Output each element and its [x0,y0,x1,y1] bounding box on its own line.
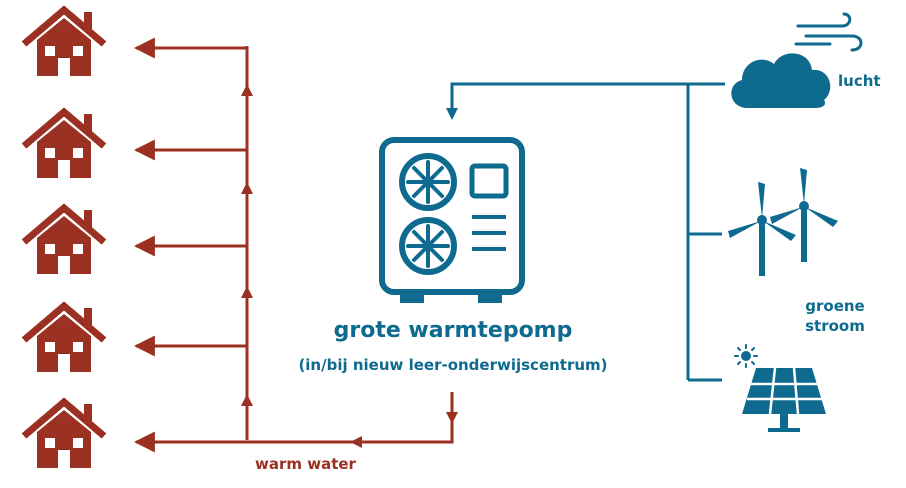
houses [24,10,104,468]
air-label: lucht [838,72,881,90]
wind-cloud-icon [731,12,863,108]
wind-turbines-icon [728,168,838,276]
solar-panel-icon [742,367,826,432]
supply-arrow [446,108,458,120]
diagram-subtitle: (in/bij nieuw leer-onderwijscentrum) [298,356,608,374]
title-text: grote warmtepomp [333,318,573,343]
house-icon [24,208,104,274]
house-icon [24,112,104,178]
green-power-label-line2: stroom [805,317,865,335]
green-power-label-line1: groene [805,297,865,315]
riser-arrow-3 [241,286,253,298]
warm-water-label: warm water [255,455,356,473]
feed-arrow-left [350,436,362,448]
riser-arrow-4 [241,394,253,406]
diagram-title: grote warmtepomp [0,318,906,343]
warm-water-network [133,37,458,453]
house-icon [24,402,104,468]
heat-pump-icon [379,137,525,303]
feed-arrow-down [446,412,458,424]
green-power-label: groene stroom [790,296,880,336]
riser-arrow-2 [241,182,253,194]
riser-arrow-1 [241,84,253,96]
energy-supply-network [446,82,725,382]
sun-icon [734,344,758,368]
house-icon [24,10,104,76]
